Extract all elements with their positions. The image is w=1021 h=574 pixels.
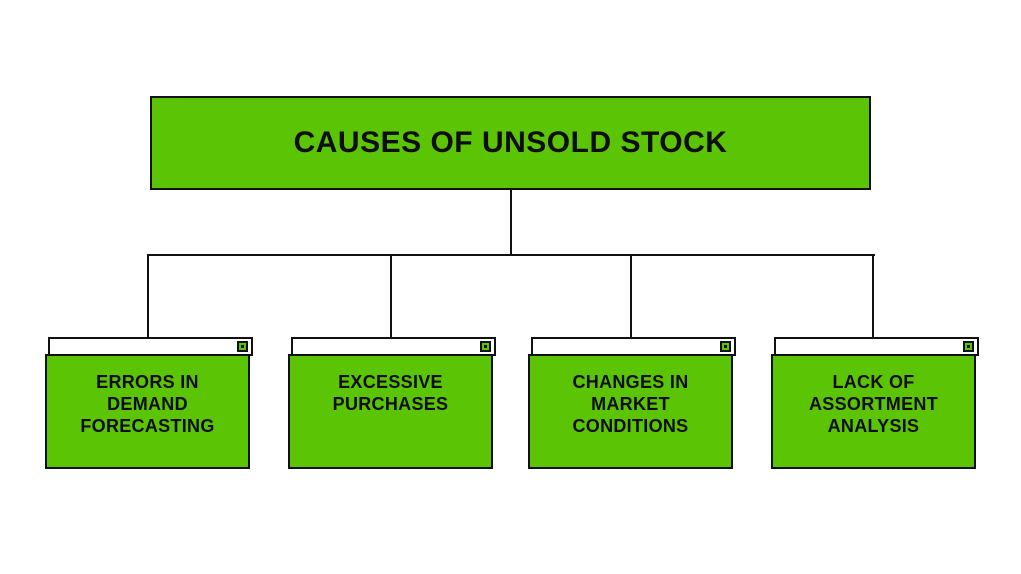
connector-stem — [510, 190, 512, 256]
connector-drop — [872, 255, 874, 338]
window-button-dot — [241, 345, 244, 348]
cause-label: ERRORS IN DEMAND FORECASTING — [80, 372, 215, 436]
cause-label: LACK OF ASSORTMENT ANALYSIS — [809, 372, 938, 436]
cause-box: CHANGES IN MARKET CONDITIONS — [528, 354, 733, 469]
cause-node-lack-of-assortment-analysis: LACK OF ASSORTMENT ANALYSIS — [771, 337, 979, 469]
window-button-dot — [484, 345, 487, 348]
cause-box: LACK OF ASSORTMENT ANALYSIS — [771, 354, 976, 469]
connector-drop — [630, 255, 632, 338]
cause-node-excessive-purchases: EXCESSIVE PURCHASES — [288, 337, 496, 469]
cause-label: EXCESSIVE PURCHASES — [332, 372, 449, 414]
root-title: CAUSES OF UNSOLD STOCK — [293, 126, 728, 159]
window-titlebar — [291, 337, 496, 356]
cause-box: EXCESSIVE PURCHASES — [288, 354, 493, 469]
window-titlebar — [531, 337, 736, 356]
window-button-dot — [724, 345, 727, 348]
root-node: CAUSES OF UNSOLD STOCK — [150, 96, 871, 190]
window-titlebar — [774, 337, 979, 356]
window-button-icon — [720, 341, 731, 352]
window-titlebar — [48, 337, 253, 356]
connector-drop — [147, 255, 149, 338]
cause-box: ERRORS IN DEMAND FORECASTING — [45, 354, 250, 469]
window-button-icon — [963, 341, 974, 352]
window-button-icon — [237, 341, 248, 352]
connector-bar — [147, 254, 875, 256]
connector-drop — [390, 255, 392, 338]
cause-node-errors-in-demand-forecasting: ERRORS IN DEMAND FORECASTING — [45, 337, 253, 469]
cause-label: CHANGES IN MARKET CONDITIONS — [572, 372, 689, 436]
window-button-icon — [480, 341, 491, 352]
window-button-dot — [967, 345, 970, 348]
cause-node-changes-in-market-conditions: CHANGES IN MARKET CONDITIONS — [528, 337, 736, 469]
